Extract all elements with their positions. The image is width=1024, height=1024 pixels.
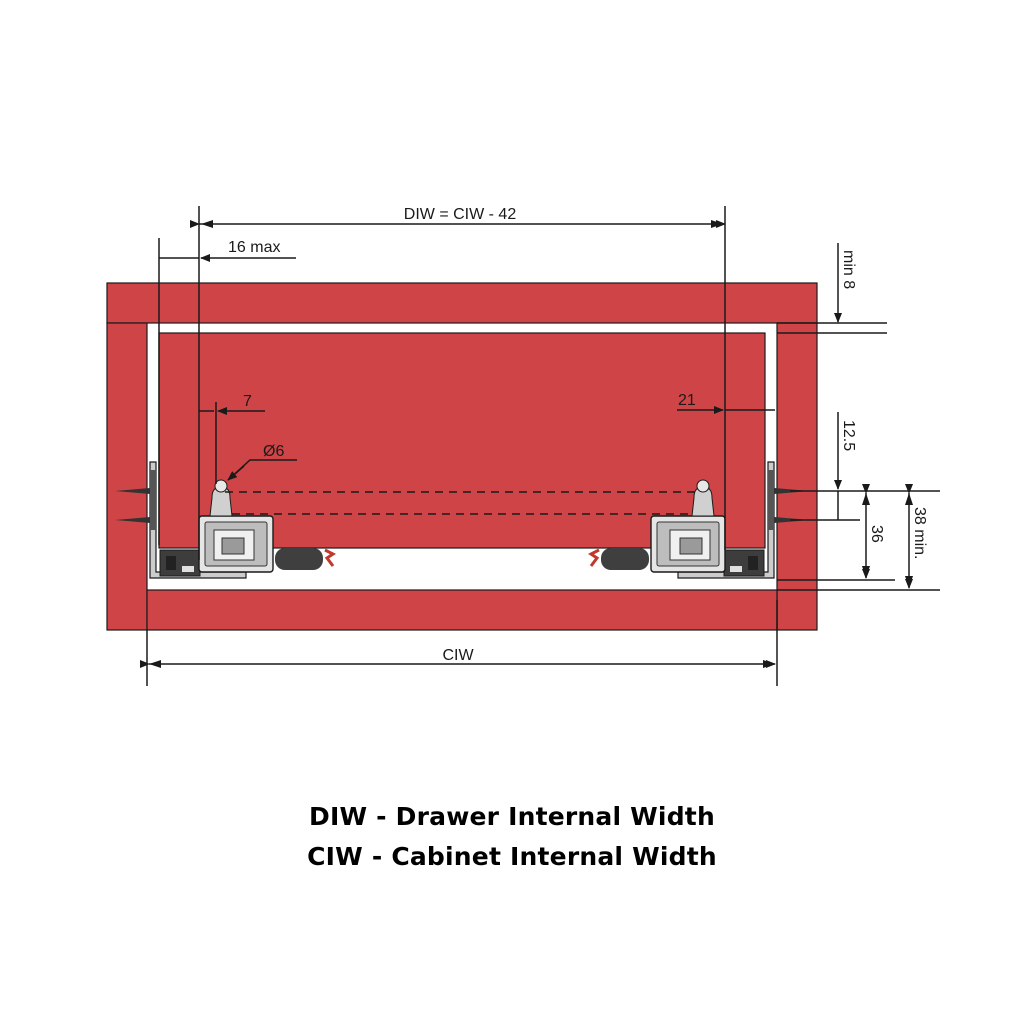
diw-formula-label: DIW = CIW - 42 [404,206,517,223]
screw-offset-label: 12.5 [840,420,857,451]
left-slide-assembly [115,461,336,579]
dimension-lines [140,206,940,686]
right-slide-assembly [588,461,810,579]
left-screws [115,488,150,523]
min-height-label: 38 min. [911,507,928,559]
arrowheads [149,220,913,668]
right-offset-label: 21 [678,392,696,409]
slide-height-label: 36 [868,525,885,543]
drawer-box [158,332,766,549]
side-max-label: 16 max [228,239,280,256]
legend: DIW - Drawer Internal Width CIW - Cabine… [0,797,1024,877]
cabinet-right-side-panel [776,322,818,631]
ciw-label: CIW [442,647,474,664]
left-pin-offset-label: 7 [243,393,252,410]
cabinet-left-side-panel [106,322,148,631]
drawer-front-body [158,332,766,549]
legend-ciw-definition: CIW - Cabinet Internal Width [307,842,717,871]
pin-diameter-label: Ø6 [263,443,284,460]
legend-diw-definition: DIW - Drawer Internal Width [309,802,715,831]
top-gap-label: min 8 [840,250,857,289]
cabinet-bottom-panel [146,589,778,631]
cabinet-top-panel [106,282,818,324]
